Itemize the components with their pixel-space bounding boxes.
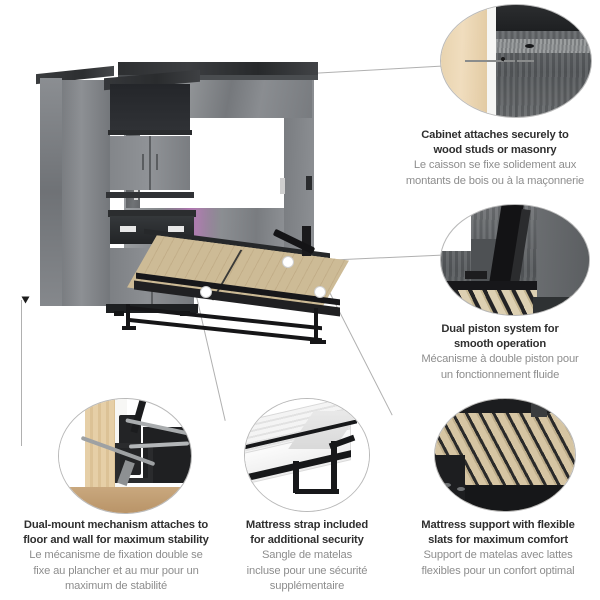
caption-en-line-2: slats for maximum comfort [428, 533, 568, 546]
cabinet-hinge [306, 176, 312, 190]
callout-dot-piston [282, 256, 294, 268]
upper-door-seam [149, 136, 151, 190]
caption-fr-line-3: supplémentaire [269, 580, 345, 592]
upper-door-handle-right [156, 154, 158, 170]
caption-fr-line-1: Sangle de matelas [261, 549, 353, 561]
caption-fr-line-2: flexibles pour un confort optimal [421, 564, 575, 577]
product-illustration [14, 58, 349, 344]
caption-en-line-1: Dual-mount mechanism attaches to [23, 519, 209, 531]
caption-fr-line-1: Support de matelas avec lattes [423, 549, 573, 561]
basket-top-edge [108, 210, 196, 217]
basket-label-left [120, 226, 136, 232]
leg-foot-right [310, 340, 326, 344]
callout-image-flexible-slats [434, 398, 576, 512]
caption-fr-line-1: Mécanisme à double piston pour [421, 353, 579, 365]
caption-en-line-2: floor and wall for maximum stability [23, 533, 209, 546]
caption-en-line-1: Mattress strap included [245, 519, 369, 531]
caption-fr-line-2: un fonctionnement fluide [440, 368, 560, 381]
caption-dual-mount: Dual-mount mechanism attaches to floor a… [2, 518, 230, 594]
callout-dot-slats [314, 286, 326, 298]
bed-surround-top [118, 62, 318, 75]
basket-label-right [168, 226, 184, 232]
caption-dual-piston: Dual piston system for smooth operation … [398, 322, 600, 382]
cabinet-foot-left [114, 311, 124, 316]
caption-en-line-2: for additional security [250, 533, 364, 546]
caption-en-line-1: Mattress support with flexible [421, 519, 575, 531]
caption-flexible-slats: Mattress support with flexible slats for… [396, 518, 600, 578]
caption-fr-line-1: Le caisson se fixe solidement aux [413, 159, 577, 171]
middle-shelf [106, 192, 194, 198]
storage-tower-face [62, 80, 110, 306]
caption-en-line-2: smooth operation [453, 337, 547, 350]
callout-image-dual-piston [440, 204, 590, 316]
callout-image-mattress-strap [244, 398, 370, 512]
callout-dot-strap [200, 286, 212, 298]
caption-fr-line-2: fixe au plancher et au mur pour un [33, 564, 199, 577]
bed-surround-top-edge [118, 75, 318, 80]
leg-cross-bar [126, 317, 322, 343]
caption-cabinet-wall-anchor: Cabinet attaches securely to wood studs … [390, 128, 600, 188]
caption-mattress-strap: Mattress strap included for additional s… [222, 518, 392, 594]
caption-en-line-2: wood studs or masonry [433, 143, 557, 156]
callout-image-cabinet-wall-anchor [440, 4, 592, 118]
caption-en-line-1: Cabinet attaches securely to [421, 129, 569, 141]
leg-left [126, 304, 130, 330]
callout-image-dual-mount [58, 398, 192, 514]
hutch-open-shelf [110, 84, 190, 132]
caption-fr-line-2: incluse pour une sécurité [246, 564, 368, 577]
caption-fr-line-2: montants de bois ou à la maçonnerie [405, 174, 585, 187]
caption-fr-line-1: Le mécanisme de fixation double se [29, 549, 203, 561]
hutch-shelf-board [108, 130, 192, 135]
caption-fr-line-3: maximum de stabilité [64, 580, 168, 592]
upper-door-handle-left [142, 154, 144, 170]
piston-base [302, 226, 311, 256]
storage-tower-side [40, 78, 62, 306]
leg-foot-left [122, 326, 136, 330]
leg-right [314, 308, 318, 342]
bed-catch-right [280, 178, 285, 194]
caption-en-line-1: Dual piston system for [441, 323, 559, 335]
